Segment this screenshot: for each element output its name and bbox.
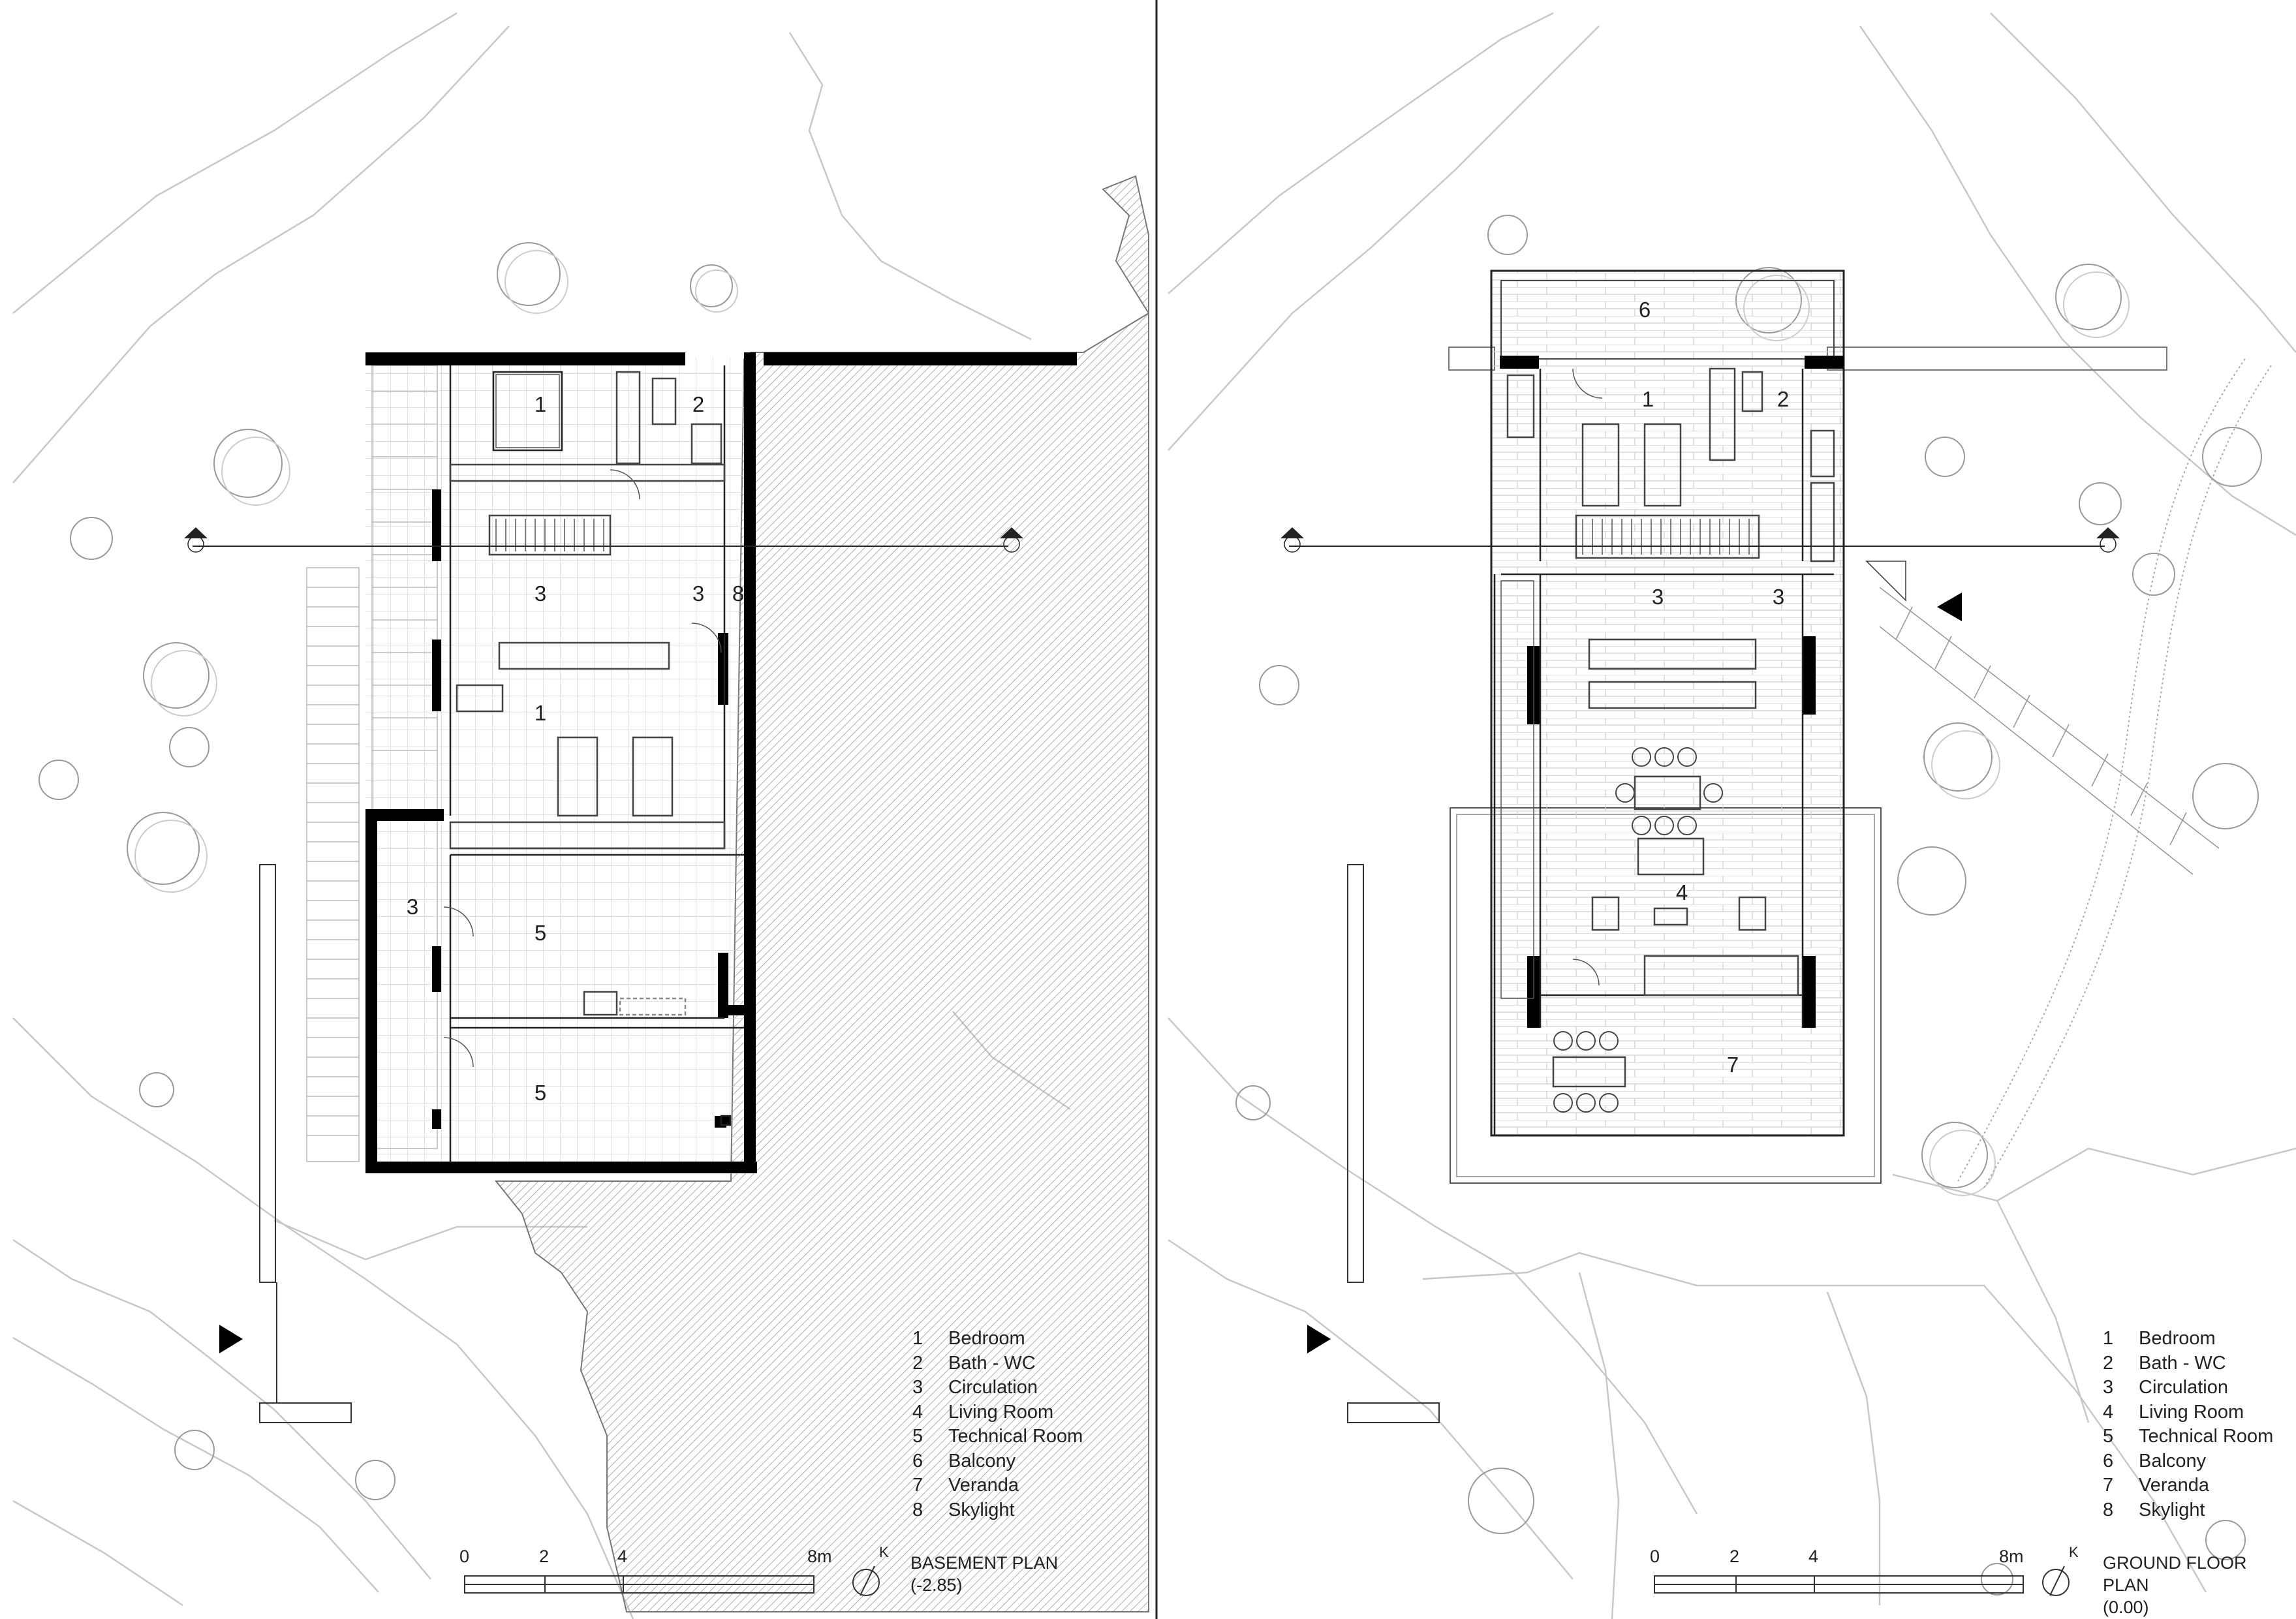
- scale-tick-label: 8m: [807, 1547, 832, 1566]
- section-line: [1280, 527, 2120, 553]
- plan-title-ground: GROUND FLOOR PLAN (0.00): [2103, 1552, 2296, 1618]
- scale-bar-left: [464, 1575, 814, 1594]
- room-label: 3: [1651, 585, 1664, 609]
- terrain-contours: [1168, 12, 2296, 1619]
- north-arrow-icon: [2042, 1565, 2070, 1596]
- room-label: 1: [1641, 387, 1654, 411]
- north-label: K: [2069, 1544, 2079, 1560]
- room-label: 3: [1772, 585, 1785, 609]
- room-label: 2: [692, 392, 705, 416]
- ground-floor-plan: [1168, 12, 2296, 1619]
- entrance-arrow-icon: [1937, 593, 1962, 621]
- scale-tick-label: 8m: [1999, 1547, 2024, 1566]
- room-label: 7: [1726, 1053, 1739, 1077]
- room-label: 3: [406, 895, 419, 919]
- chairs: [1553, 747, 1723, 1113]
- trees: [39, 242, 738, 1500]
- plan-level: (-2.85): [910, 1575, 963, 1595]
- room-label: 3: [534, 581, 547, 606]
- room-label: 5: [534, 921, 547, 945]
- room-label: 6: [1638, 298, 1651, 322]
- entry-steps: [1865, 561, 2220, 875]
- plan-title: BASEMENT PLAN: [910, 1553, 1059, 1573]
- plan-title: GROUND FLOOR PLAN: [2103, 1553, 2247, 1595]
- scale-bar-right: [1654, 1575, 2024, 1594]
- entrance-arrow-icon: [1307, 1325, 1331, 1353]
- interior-lines: [443, 365, 744, 1162]
- site-wall: [259, 864, 352, 1423]
- scale-tick-label: 0: [459, 1547, 470, 1566]
- scale-tick-label: 0: [1650, 1547, 1660, 1566]
- room-label: 5: [534, 1081, 547, 1105]
- room-label: 4: [1675, 880, 1688, 904]
- scale-tick-label: 4: [617, 1547, 628, 1566]
- terrain-contours: [12, 12, 1071, 1619]
- room-label: 1: [534, 701, 547, 725]
- entrance-arrow-icon: [219, 1325, 243, 1353]
- garden-path: [1957, 358, 2272, 1188]
- section-line: [184, 527, 1023, 553]
- scale-tick-label: 4: [1808, 1547, 1819, 1566]
- north-arrow-icon: [852, 1565, 880, 1596]
- ground-floor: [1490, 270, 1845, 1137]
- north-label: K: [879, 1544, 889, 1560]
- site-wall: [1347, 864, 1440, 1423]
- plan-title-basement: BASEMENT PLAN (-2.85): [910, 1552, 1058, 1596]
- room-label: 3: [692, 581, 705, 606]
- scale-tick-label: 2: [539, 1547, 550, 1566]
- plan-level: (0.00): [2103, 1597, 2149, 1617]
- room-label: 2: [1776, 387, 1790, 411]
- room-label: 8: [732, 581, 745, 606]
- walls: [1500, 356, 1844, 1028]
- interior-lines: [1493, 367, 1835, 1135]
- room-label: 1: [534, 392, 547, 416]
- scale-tick-label: 2: [1730, 1547, 1740, 1566]
- basement-plan: [12, 12, 1150, 1619]
